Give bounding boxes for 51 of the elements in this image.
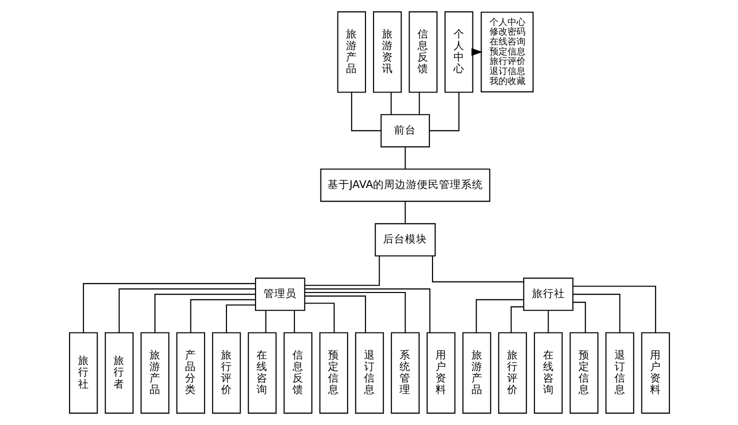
node-box: 后台模块 (374, 223, 436, 256)
connector (350, 92, 380, 132)
connector (154, 294, 255, 333)
node-box: 退订信息 (604, 332, 634, 414)
connector (293, 310, 294, 333)
connector (82, 283, 255, 333)
connector (510, 306, 523, 333)
node-box: 旅行评价 (212, 332, 240, 414)
node-box: 旅行者 (104, 332, 134, 414)
node-box: 旅游资讯 (372, 11, 402, 93)
connector (572, 286, 656, 333)
node-box: 基于JAVA的周边游便民管理系统 (320, 168, 490, 202)
connector (404, 202, 406, 224)
node-box: 系统管理 (390, 332, 420, 414)
node-box: 旅游产品 (462, 332, 491, 414)
connector (304, 302, 334, 332)
node-box: 退订信息 (354, 332, 384, 414)
node-box: 旅行社 (68, 332, 98, 414)
node-box: 预定信息 (569, 332, 598, 414)
node-box: 在线咨询 (533, 332, 562, 414)
connector (475, 299, 524, 332)
connector (431, 256, 523, 282)
node-box: 管理员 (254, 278, 305, 311)
connector (304, 296, 366, 333)
node-box: 在线咨询 (247, 332, 276, 414)
node-box: 旅行评价 (498, 332, 526, 414)
connector (304, 288, 430, 333)
node-box: 用户资料 (426, 332, 455, 414)
node-box: 旅游产品 (140, 332, 169, 414)
node-box: 用户资料 (640, 332, 670, 414)
node-box: 旅游产品 (336, 11, 366, 93)
connector (547, 310, 548, 333)
node-box: 前台 (380, 114, 430, 148)
connector (304, 256, 380, 286)
node-box: 旅行社 (522, 278, 573, 311)
node-box: 产品分类 (176, 332, 205, 414)
connector (225, 304, 255, 333)
connector (404, 147, 406, 169)
connector (118, 288, 255, 333)
connector (390, 92, 392, 114)
node-box: 预定信息 (318, 332, 348, 414)
node-box: 信息反馈 (283, 332, 312, 414)
connector (190, 299, 255, 332)
connector (572, 302, 586, 333)
connector (572, 294, 620, 333)
connector (304, 292, 406, 332)
connector (264, 310, 266, 333)
node-box: 个人中心 修改密码 在线咨询 预定信息 旅行评价 退订信息 我的收藏 (480, 12, 534, 92)
connector (429, 92, 459, 132)
node-box: 信息反馈 (408, 11, 438, 93)
connector (418, 92, 420, 114)
